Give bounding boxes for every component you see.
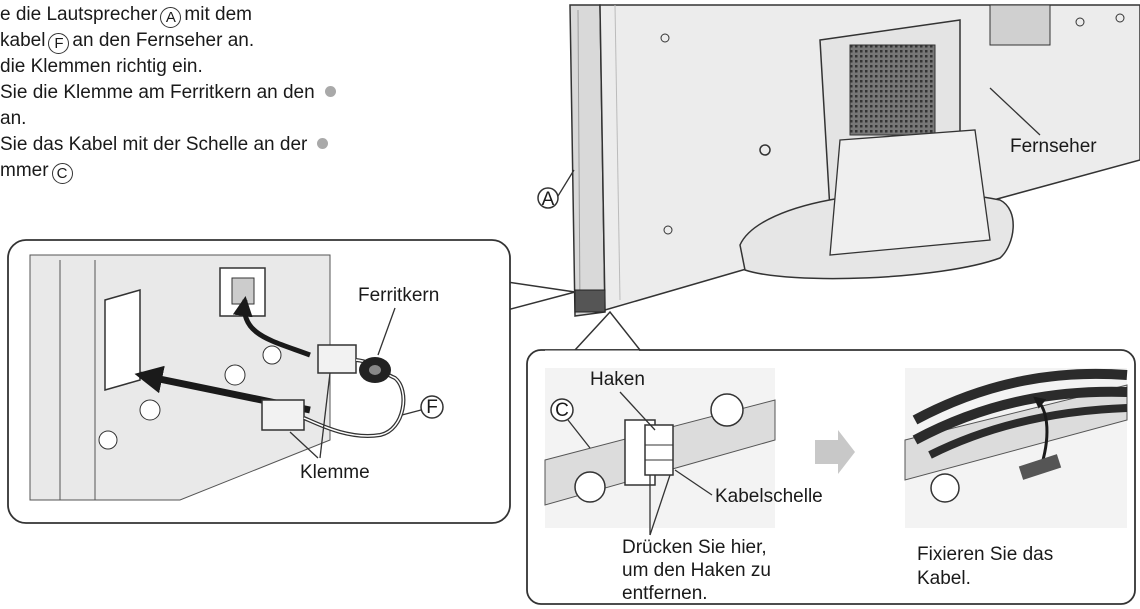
tv-back-illustration (569, 4, 1140, 317)
speaker-mark-label: A (542, 189, 555, 210)
instruction-line-6: Sie das Kabel mit der Schelle an der (0, 132, 470, 158)
cable-mark-label: F (426, 397, 438, 418)
clamp-callout (7, 239, 576, 524)
cable-marker-f: F (48, 33, 70, 54)
next-step-arrow-icon (815, 430, 855, 474)
instruction-line-4: Sie die Klemme am Ferritkern an den (0, 80, 470, 106)
connector-top (317, 344, 357, 374)
instruction-text: Sie die Klemme am Ferritkern an den (0, 82, 315, 103)
tv-label: Fernseher (1010, 136, 1097, 157)
ferrite-label: Ferritkern (358, 285, 439, 306)
instruction-line-5: an. (0, 108, 27, 129)
instruction-text: mit dem (184, 4, 252, 25)
instruction-text: kabel (0, 30, 46, 51)
instruction-text: Sie das Kabel mit der Schelle an der (0, 134, 308, 155)
instruction-text: e die Lautsprecher (0, 4, 158, 25)
speaker-marker-a: A (160, 7, 182, 28)
cable-clip-label: Kabelschelle (715, 486, 823, 507)
hook-label: Haken (590, 369, 645, 390)
bracket-mark-label: C (555, 400, 569, 421)
cable-clip (644, 424, 674, 476)
bullet-dot-icon (317, 138, 329, 149)
instruction-line-3: die Klemmen richtig ein. (0, 56, 203, 77)
press-label-line1: Drücken Sie hier, (622, 537, 767, 558)
instruction-text: mmer (0, 160, 49, 181)
instruction-text: an den Fernseher an. (72, 30, 255, 51)
fix-label-line2: Kabel. (917, 568, 971, 589)
cable-clip-callout (526, 310, 1136, 605)
connector-bottom (261, 399, 305, 431)
press-label-line2: um den Haken zu (622, 560, 771, 581)
vent-grille (849, 44, 936, 136)
bracket-marker-c: C (51, 163, 73, 184)
press-label-line3: entfernen. (622, 583, 708, 604)
bullet-dot-icon (324, 86, 336, 97)
clamp-label: Klemme (300, 462, 370, 483)
speaker-bar (569, 4, 606, 317)
fix-label-line1: Fixieren Sie das (917, 544, 1053, 565)
